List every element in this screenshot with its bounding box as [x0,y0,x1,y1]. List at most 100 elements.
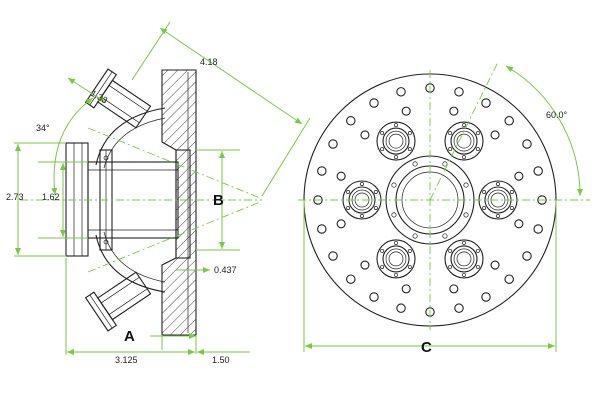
port-bolt-hole [475,248,480,253]
bolt-hole [490,260,500,270]
port-flange [444,239,484,279]
bolt-hole [313,195,323,205]
bolt-hole [396,87,406,97]
port-flanges [342,121,518,279]
bolt-hole [454,87,464,97]
port-bolt-hole [482,206,487,210]
letter-a: A [124,328,135,345]
bolt-hole [317,224,327,234]
letter-b: B [213,192,224,209]
bolt-hole [504,116,514,126]
port-bolt-hole [346,190,351,194]
bolt-hole [490,130,500,140]
port-bolt-hole [407,131,412,136]
port-bolt-hole [462,155,466,160]
port-bolt-hole [448,147,453,152]
hub-bolt-hole [391,182,397,188]
bolt-hole [336,219,346,229]
bolt-hole [396,303,406,313]
hub-bolt-hole [463,182,469,188]
port-bolt-hole [509,190,514,194]
dim-2-73: 2.73 [6,192,24,202]
bolt-hole [481,292,491,302]
dim-34-deg: 34° [36,123,50,133]
bolt-hole [360,260,370,270]
bolt-hole [401,106,411,116]
hub-bolt-hole [412,233,418,239]
port-flange [376,121,416,161]
bolt-hole [449,284,459,294]
bolt-hole [514,171,524,181]
bolt-hole [449,106,459,116]
port-bolt-hole [394,272,398,277]
port-bolt-hole [475,131,480,136]
front-dimensions: 60.0° C [303,65,584,356]
bolt-hole [346,274,356,284]
central-tube [65,142,179,257]
dome-arc-upper [95,107,166,166]
hub-bolt-holes [391,161,469,239]
dome-arc-lower [95,234,166,293]
port-bolt-hole [380,147,385,152]
port-bolt-hole [462,240,466,245]
port-bolt-hole [394,240,398,245]
port-bolt-hole [360,214,364,218]
side-view [20,68,262,336]
letter-c: C [421,339,432,356]
port-bolt-hole [407,248,412,253]
bolt-hole [369,98,379,108]
port-bolt-hole [394,123,398,128]
port-bolt-hole [462,123,466,128]
bolt-hole [401,284,411,294]
dim-4-18: 4.18 [200,57,218,67]
bolt-hole [522,251,532,261]
bolt-hole [522,139,532,149]
port-bolt-hole [509,206,514,210]
bolt-hole [346,116,356,126]
hub-bolt-hole [391,212,397,218]
side-dimensions: 4.18 1.33 34° 2.73 1.62 B 0.437 A 3 [6,21,311,365]
flange-bore [175,149,191,259]
dim-3-125: 3.125 [115,355,138,365]
port-bolt-hole [373,206,378,210]
lower-angled-port [84,271,152,332]
port-bolt-hole [360,182,364,186]
bolt-hole [533,224,543,234]
bolt-hole [481,98,491,108]
dim-0-437: 0.437 [214,265,237,275]
port-bolt-hole [380,131,385,136]
hub-bolt-hole [463,212,469,218]
dim-1-50: 1.50 [212,355,230,365]
port-bolt-hole [407,264,412,269]
port-bolt-hole [475,147,480,152]
port-bolt-hole [482,190,487,194]
port-bolt-hole [346,206,351,210]
bolt-hole [328,251,338,261]
hub-bolt-hole [442,161,448,167]
bolt-hole [369,292,379,302]
hub-bolt-hole [412,161,418,167]
front-view [298,61,590,330]
bolt-hole [317,166,327,176]
port-bolt-hole [380,248,385,253]
port-bolt-hole [380,264,385,269]
main-flange-section [161,69,197,336]
dim-1-62: 1.62 [42,192,60,202]
bolt-hole [336,171,346,181]
port-bolt-hole [448,248,453,253]
port-bolt-hole [448,264,453,269]
bolt-hole [360,130,370,140]
port-bolt-hole [373,190,378,194]
port-bolt-hole [496,182,500,186]
bolt-hole [454,303,464,313]
port-flange [444,121,484,161]
port-bolt-hole [407,147,412,152]
port-bolt-hole [394,155,398,160]
bolt-hole-pattern [313,83,547,317]
bolt-hole [328,139,338,149]
port-bolt-hole [448,131,453,136]
bolt-hole [504,274,514,284]
bolt-hole [514,219,524,229]
